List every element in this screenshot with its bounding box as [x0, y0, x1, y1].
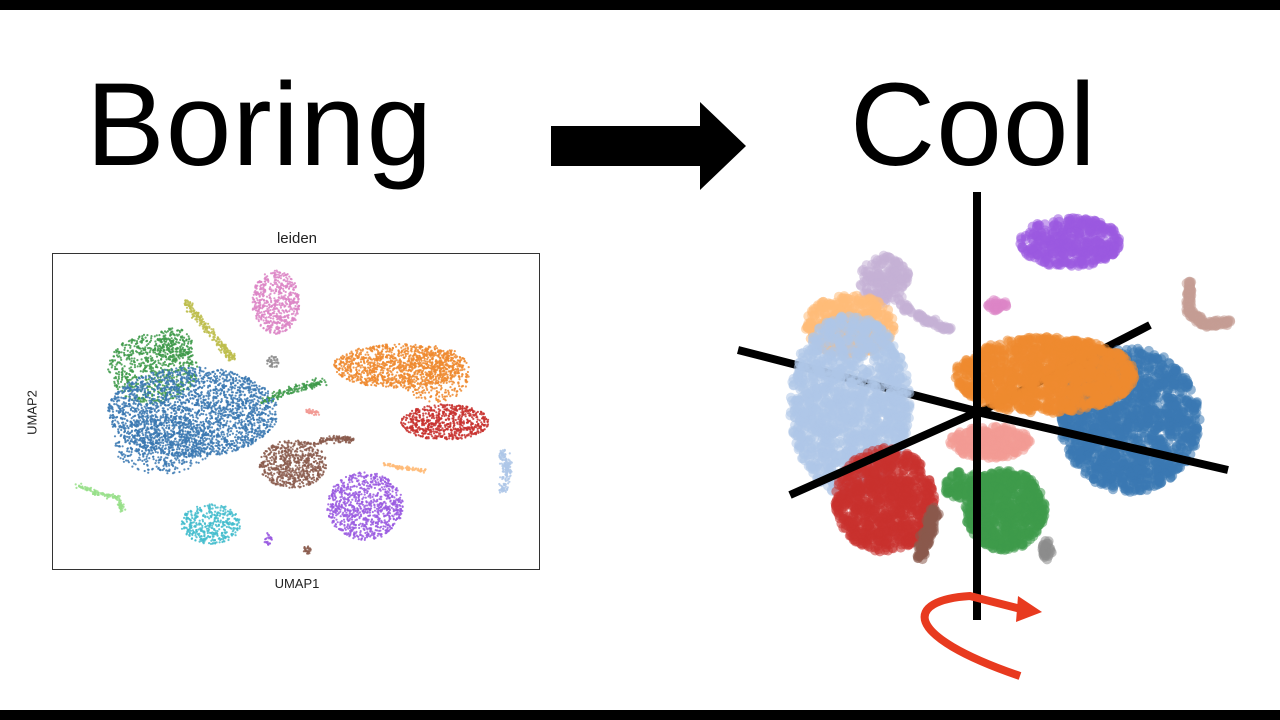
- cluster-green-upper: [153, 327, 193, 361]
- right-arrow-icon: [551, 102, 746, 190]
- umap-3d-plot: [720, 180, 1260, 690]
- rotation-arrowhead-icon: [1016, 596, 1042, 622]
- x-axis-label: UMAP1: [274, 576, 320, 591]
- cluster-light-green: [74, 482, 127, 513]
- cluster-gray-3d: [1037, 536, 1057, 565]
- rotation-arrow-icon: [920, 591, 1026, 680]
- cluster-brown-tail: [309, 434, 355, 446]
- umap-2d-scatter: [74, 269, 513, 555]
- cluster-lavender: [263, 532, 273, 546]
- cluster-lavender-tail-3d: [895, 299, 956, 335]
- bottom-border: [0, 710, 1280, 720]
- cluster-cyan: [180, 503, 241, 545]
- axis-x-front: [976, 408, 1229, 474]
- cluster-lavender-3d: [855, 250, 914, 310]
- cluster-light-red-3d: [945, 421, 1035, 463]
- cluster-light-orange: [382, 462, 427, 474]
- y-axis-label: UMAP2: [24, 390, 40, 435]
- cluster-green-bridge: [260, 377, 328, 405]
- plot-title: leiden: [276, 230, 318, 247]
- cluster-blue-lower: [113, 413, 214, 475]
- cluster-red: [400, 403, 490, 441]
- cluster-pink: [251, 269, 301, 335]
- cluster-olive: [183, 299, 236, 362]
- cluster-orange: [333, 343, 464, 389]
- umap-3d-scatter: [737, 192, 1236, 680]
- cluster-light-blue: [498, 448, 513, 494]
- umap-2d-plot: [52, 253, 540, 570]
- cluster-small-brown: [302, 545, 312, 555]
- cool-label: Cool: [850, 59, 1097, 191]
- cluster-light-red: [305, 408, 321, 417]
- top-border: [0, 0, 1280, 10]
- cluster-brown-3d: [912, 502, 944, 565]
- cluster-gray: [266, 355, 280, 368]
- cluster-light-brown-3d: [1181, 276, 1236, 332]
- cluster-purple: [326, 471, 404, 541]
- cluster-pink-3d: [983, 295, 1012, 316]
- axis-y-front: [788, 408, 979, 499]
- cluster-green-side-3d: [940, 467, 990, 503]
- cluster-orange-right: [399, 345, 470, 403]
- cluster-brown: [258, 439, 327, 489]
- boring-label: Boring: [86, 59, 434, 191]
- cluster-purple-3d: [1015, 213, 1124, 271]
